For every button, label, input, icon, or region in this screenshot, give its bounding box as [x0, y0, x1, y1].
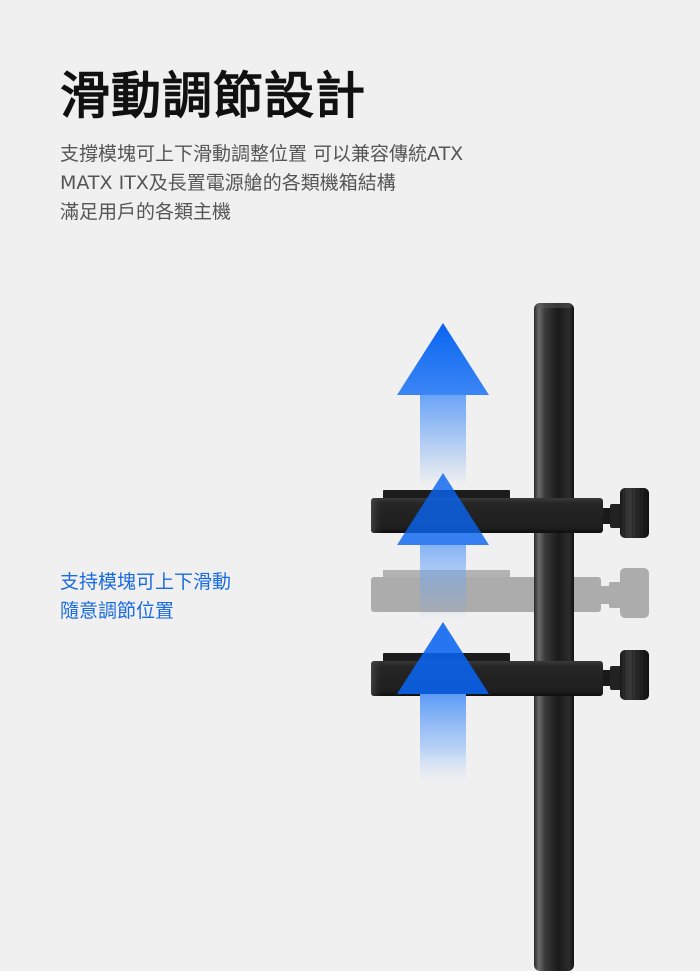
description-line: 支撐模塊可上下滑動調整位置 可以兼容傳統ATX — [60, 143, 464, 165]
arrow-up-icon — [397, 323, 489, 485]
knob-icon — [620, 650, 649, 700]
caption-line: 隨意調節位置 — [60, 600, 175, 622]
description-line: 滿足用戶的各類主機 — [60, 201, 232, 223]
arrow-up-icon — [397, 622, 489, 784]
description: 支撐模塊可上下滑動調整位置 可以兼容傳統ATX MATX ITX及長置電源艙的各… — [60, 140, 463, 227]
knob-icon — [620, 488, 649, 538]
description-line: MATX ITX及長置電源艙的各類機箱結構 — [60, 172, 396, 194]
feature-caption: 支持模塊可上下滑動 隨意調節位置 — [60, 568, 231, 626]
caption-line: 支持模塊可上下滑動 — [60, 571, 232, 593]
pole-overlap — [534, 570, 574, 616]
bracket-ghost-middle — [371, 568, 649, 618]
arrow-up-icon — [397, 473, 489, 620]
vertical-pole — [534, 303, 574, 971]
page-title: 滑動調節設計 — [60, 67, 366, 125]
